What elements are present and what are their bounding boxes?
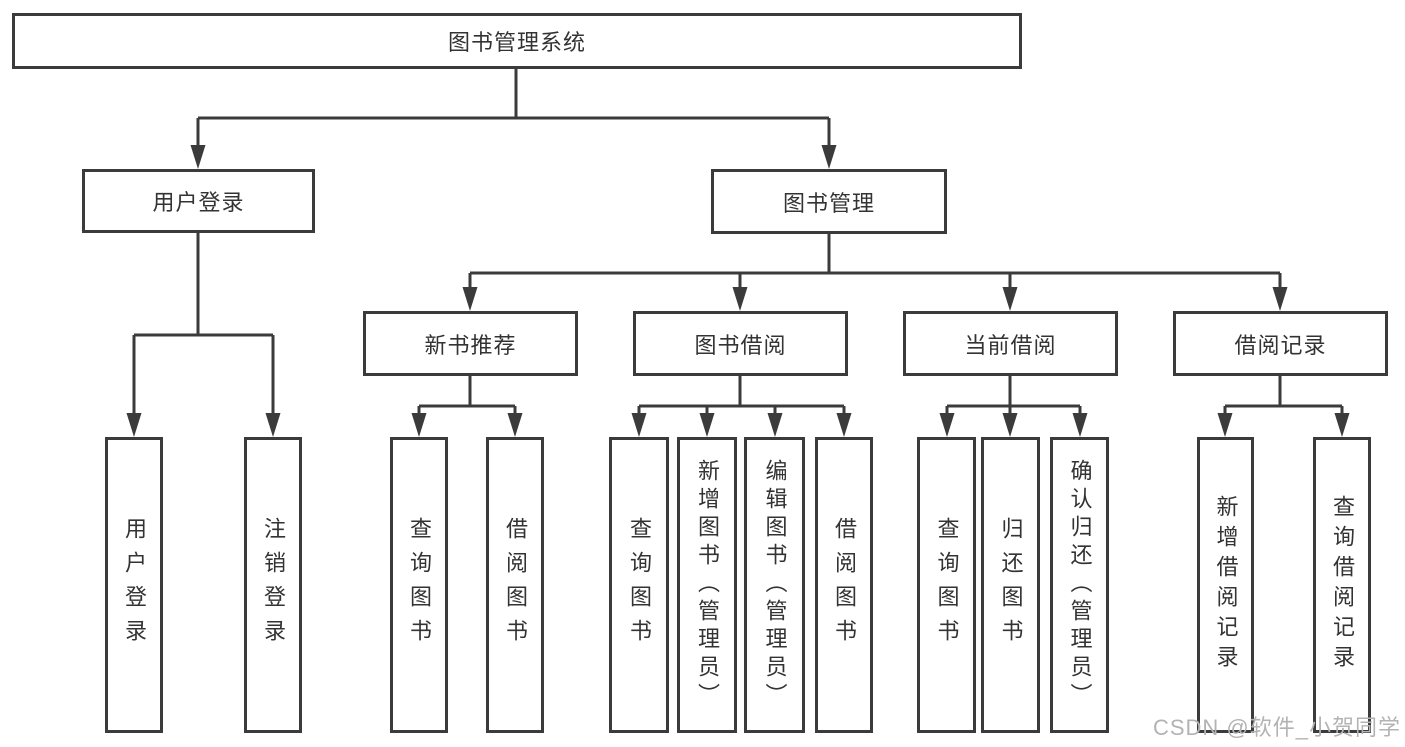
leaf-confirm-return-admin: 确认归还（管理员）: [1050, 437, 1109, 733]
arrow-down-icon: [939, 413, 955, 437]
leaf-add-borrow-record: 新增借阅记录: [1197, 437, 1254, 733]
arrow-down-icon: [1072, 413, 1088, 437]
arrow-down-icon: [1272, 287, 1288, 311]
node-label: 借阅记录: [1234, 332, 1327, 358]
arrow-down-icon: [1334, 413, 1350, 437]
node-current-borrowing: 当前借阅: [903, 311, 1118, 376]
node-label: 新增借阅记录: [1213, 495, 1239, 675]
arrow-down-icon: [699, 413, 715, 437]
leaf-return-books: 归还图书: [981, 437, 1040, 733]
node-label: 新书推荐: [424, 332, 517, 358]
node-label: 图书借阅: [694, 332, 787, 358]
node-book-management: 图书管理: [711, 169, 947, 234]
arrow-down-icon: [411, 413, 427, 437]
node-label: 当前借阅: [964, 332, 1057, 358]
node-book-borrowing: 图书借阅: [633, 311, 848, 376]
node-label: 编辑图书（管理员）: [762, 459, 788, 711]
node-label: 借阅图书: [832, 517, 857, 653]
node-borrowing-records: 借阅记录: [1173, 311, 1388, 376]
arrow-down-icon: [265, 413, 281, 437]
node-label: 确认归还（管理员）: [1067, 459, 1093, 711]
leaf-query-books: 查询图书: [609, 437, 669, 733]
node-label: 查询图书: [934, 517, 960, 653]
leaf-user-login: 用户登录: [105, 437, 163, 733]
connector-paths: [132, 69, 1344, 416]
node-label: 图书管理: [782, 190, 875, 216]
leaf-query-books: 查询图书: [917, 437, 976, 733]
arrow-down-icon: [1002, 287, 1018, 311]
arrow-down-icon: [732, 287, 748, 311]
leaf-add-books-admin: 新增图书（管理员）: [677, 437, 737, 733]
node-label: 查询图书: [407, 517, 432, 653]
node-label: 查询图书: [627, 517, 652, 653]
node-label: 查询借阅记录: [1330, 495, 1355, 675]
node-new-book-recommend: 新书推荐: [363, 311, 578, 376]
arrow-down-icon: [1002, 413, 1018, 437]
leaf-query-books: 查询图书: [390, 437, 448, 733]
arrow-down-icon: [126, 413, 142, 437]
arrow-down-icon: [767, 413, 783, 437]
arrow-down-icon: [836, 413, 852, 437]
node-label: 借阅图书: [503, 517, 528, 653]
arrow-down-icon: [1217, 413, 1233, 437]
leaf-borrow-books: 借阅图书: [815, 437, 873, 733]
arrow-down-icon: [190, 145, 206, 169]
leaf-borrow-books: 借阅图书: [486, 437, 544, 733]
arrow-down-icon: [507, 413, 523, 437]
node-label: 图书管理系统: [447, 30, 586, 55]
node-label: 用户登录: [122, 517, 147, 653]
node-library-management-system: 图书管理系统: [12, 13, 1022, 69]
arrow-down-icon: [631, 413, 647, 437]
leaf-edit-books-admin: 编辑图书（管理员）: [744, 437, 805, 733]
leaf-logout: 注销登录: [244, 437, 302, 733]
arrowheads: [126, 145, 1350, 437]
arrow-down-icon: [462, 287, 478, 311]
leaf-query-borrow-record: 查询借阅记录: [1313, 437, 1371, 733]
node-label: 注销登录: [261, 517, 286, 653]
csdn-watermark: CSDN @软件_小贺同学: [1152, 715, 1401, 740]
node-label: 新增图书（管理员）: [695, 459, 720, 711]
node-label: 用户登录: [152, 190, 245, 215]
arrow-down-icon: [821, 145, 837, 169]
node-user-login: 用户登录: [82, 169, 315, 233]
node-label: 归还图书: [998, 517, 1024, 653]
